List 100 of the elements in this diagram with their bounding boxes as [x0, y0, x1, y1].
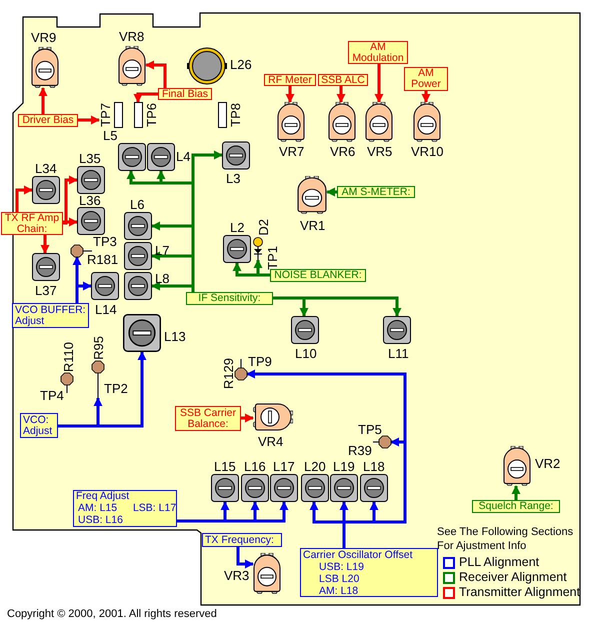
callout-box: [175, 406, 241, 431]
callout-box: [202, 533, 282, 547]
callout-box: [186, 292, 273, 305]
component-label: L15: [214, 460, 236, 473]
callout-box: [73, 490, 177, 527]
callout-box: [264, 74, 316, 86]
callout-box: [318, 74, 368, 86]
component-label: L8: [155, 272, 170, 285]
legend-text: Receiver Alignment: [459, 571, 567, 584]
component-label: L20: [304, 460, 326, 473]
legend-text: PLL Alignment: [459, 556, 540, 569]
component-label: VR8: [119, 30, 144, 43]
component-label: VR2: [535, 457, 560, 470]
component-label: VR10: [411, 145, 444, 158]
arrow: [76, 282, 92, 303]
arrow: [241, 414, 254, 422]
callout-text: Carrier Oscillator Offset: [303, 548, 412, 560]
arrow: [236, 547, 254, 568]
callout-text: IF Sensitivity:: [198, 293, 261, 304]
arrow: [326, 188, 337, 196]
callout-text: AM S-METER:: [342, 186, 410, 198]
callout-text: AM: L18: [318, 584, 358, 596]
component-label: VR1: [300, 219, 326, 232]
arrow: [374, 64, 384, 103]
callout-box: [404, 67, 448, 91]
component-label: L37: [35, 284, 57, 297]
arrow: [78, 116, 100, 124]
legend-heading: See The Following Sections For Ajustment Info: [437, 525, 574, 553]
arrow: [63, 176, 78, 224]
component-label: L35: [79, 152, 101, 165]
component-label: VR7: [279, 145, 304, 158]
component-label: TP1: [266, 246, 279, 270]
callout-box: [472, 500, 560, 513]
component-label: TP9: [248, 355, 272, 368]
callout-text: AM: L15: [77, 503, 118, 514]
component-label: L10: [295, 347, 317, 360]
arrow: [286, 86, 294, 103]
callout-box: [300, 548, 438, 597]
callout-text: VCO BUFFER: Adjust: [15, 304, 86, 326]
callout-text: VCO: Adjust: [23, 414, 54, 436]
callout-text: Driver Bias: [22, 115, 74, 126]
component-label: L5: [103, 129, 118, 142]
component-label: L16: [244, 460, 266, 473]
component-label: TP6: [145, 103, 158, 127]
callout-text: AM Modulation: [351, 42, 405, 64]
component-label: L11: [388, 347, 409, 360]
arrow: [422, 91, 430, 103]
callout-text: AM Power: [410, 68, 442, 90]
component-label: L14: [95, 303, 117, 316]
component-label: L13: [164, 330, 186, 343]
component-label: TP2: [104, 382, 128, 395]
arrow: [58, 397, 102, 428]
arrow: [63, 218, 78, 226]
component-label: L19: [333, 460, 355, 473]
component-label: VR5: [367, 145, 392, 158]
legend-text: Transmitter Alignment: [459, 586, 580, 599]
arrow: [40, 235, 50, 254]
callout-text: LSB: L17: [132, 503, 176, 514]
callout-text: NOISE BLANKER:: [274, 270, 362, 281]
component-label: R181: [87, 253, 118, 266]
callout-text: TX Frequency:: [205, 534, 274, 546]
component-label: TP7: [99, 103, 112, 127]
component-label: R129: [222, 358, 235, 390]
callout-text: Final Bias: [162, 88, 208, 100]
component-label: VR3: [224, 569, 250, 582]
component-label: L26: [230, 58, 252, 71]
arrow: [134, 92, 158, 103]
callout-box: [158, 88, 212, 100]
component-label: TP5: [358, 423, 382, 436]
callout-text: USB: L19: [318, 560, 364, 572]
callout-text: LSB L20: [318, 572, 360, 584]
component-label: L7: [155, 244, 170, 257]
arrow: [254, 259, 270, 276]
callout-box: [18, 114, 78, 127]
callout-text: SSB ALC: [321, 74, 365, 86]
callout-text: Freq Adjust: [76, 491, 130, 502]
component-label: L4: [176, 150, 190, 163]
component-label: R39: [348, 444, 372, 457]
copyright-note: Copyright © 2000, 2001. All rights reserved: [7, 609, 217, 620]
component-label: L6: [130, 198, 144, 211]
component-label: L2: [230, 221, 244, 234]
callout-text: Squelch Range:: [478, 501, 554, 512]
arrow: [38, 87, 48, 114]
callout-text: TX RF Amp Chain:: [4, 212, 60, 234]
component-label: R95: [92, 336, 105, 360]
callout-text: SSB Carrier Balance:: [178, 408, 237, 430]
arrow: [512, 485, 520, 500]
arrow: [145, 60, 166, 88]
component-label: D2: [257, 219, 270, 236]
component-label: TP4: [40, 389, 64, 402]
component-label: TP3: [93, 235, 117, 248]
component-label: VR4: [258, 435, 284, 448]
component-label: L34: [35, 162, 57, 175]
callout-box: [337, 186, 415, 198]
arrow: [336, 86, 346, 103]
component-label: TP8: [229, 103, 242, 127]
callout-text: RF Meter: [268, 74, 312, 86]
component-label: L18: [363, 460, 385, 473]
arrow: [151, 282, 194, 292]
component-label: L36: [79, 194, 101, 207]
